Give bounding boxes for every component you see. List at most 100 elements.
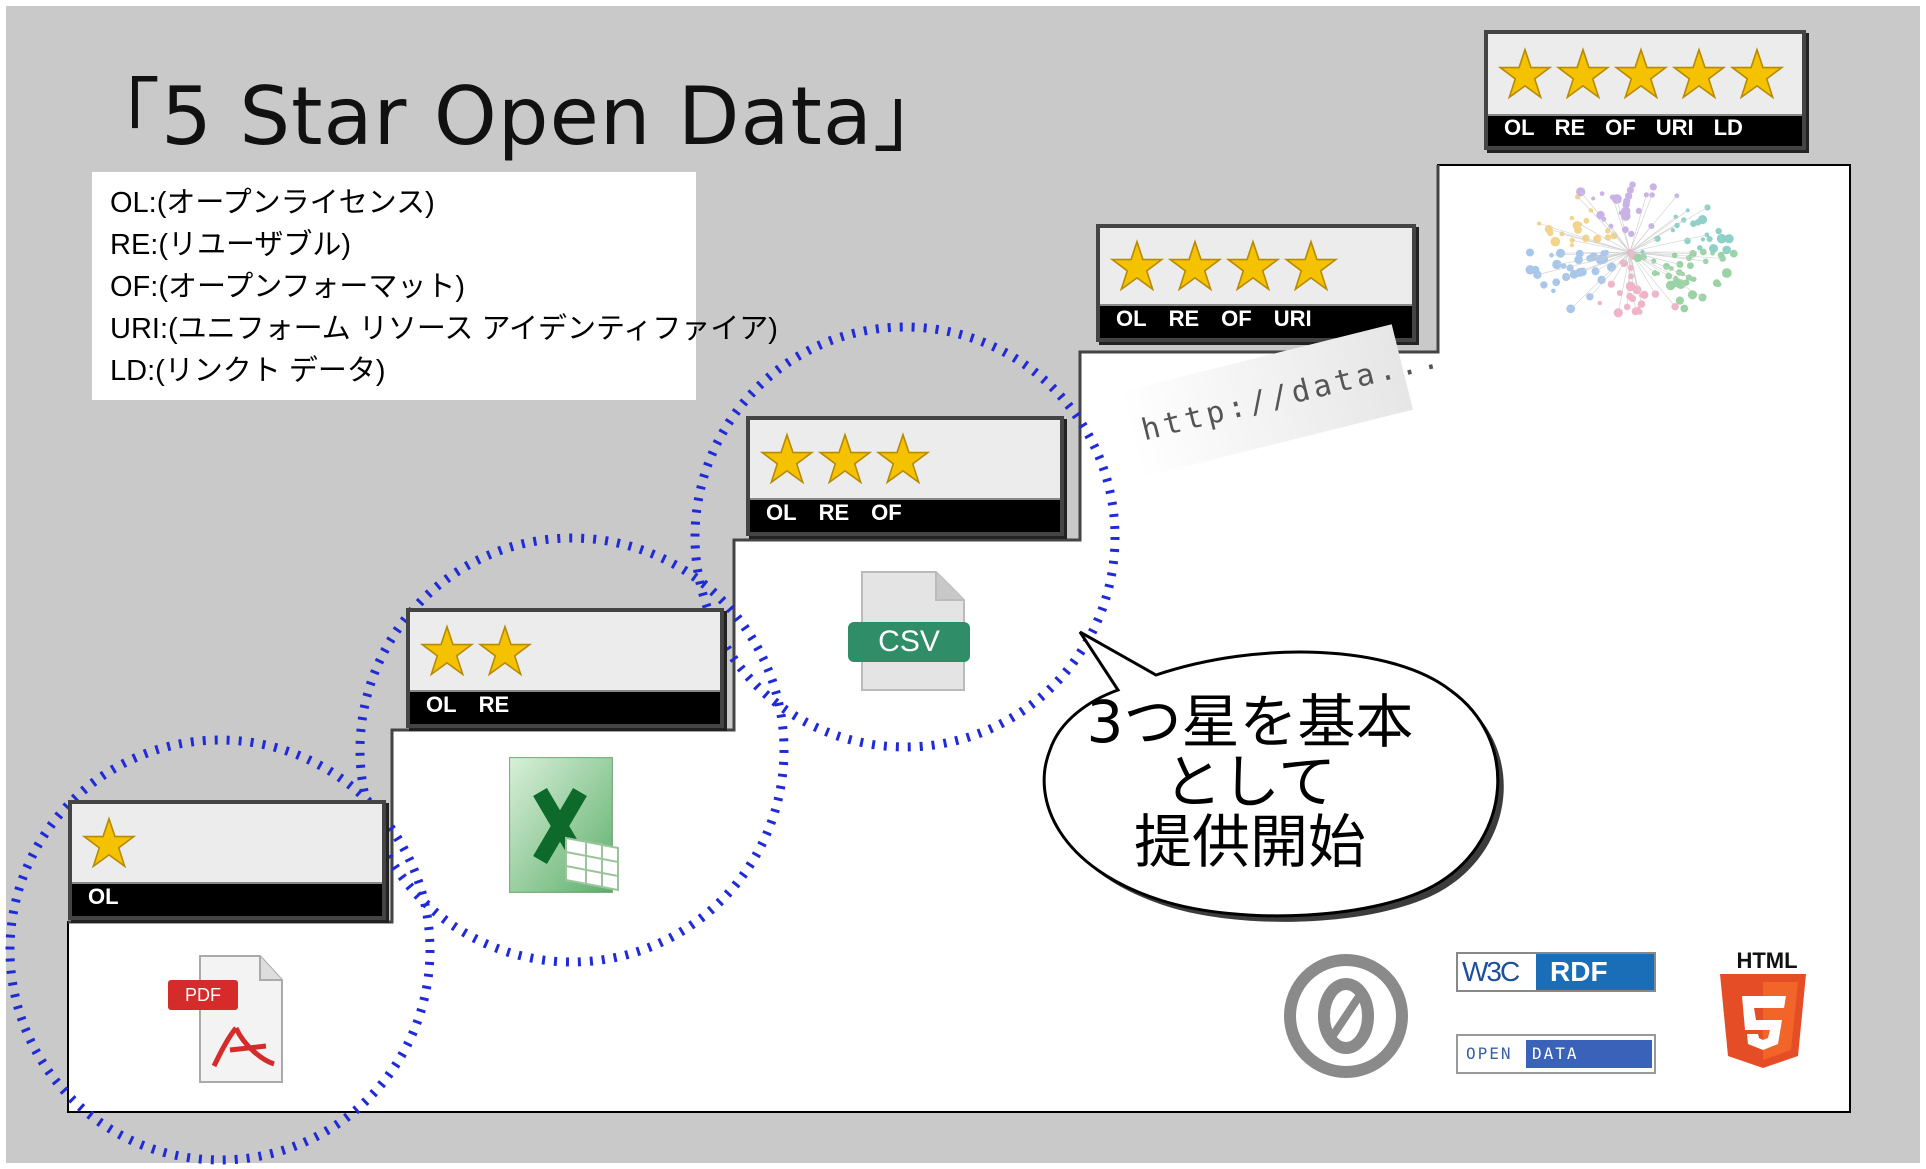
- star-icon: [818, 432, 872, 485]
- star-icon: [1498, 47, 1552, 100]
- graph-edge: [1626, 251, 1631, 307]
- graph-node: [1623, 303, 1631, 311]
- graph-node: [1684, 237, 1691, 245]
- graph-node: [1552, 278, 1561, 287]
- badge-2-stars: OL RE: [406, 608, 724, 728]
- star-icon: [420, 624, 474, 677]
- graph-node: [1533, 265, 1538, 271]
- graph-edge: [1580, 191, 1631, 253]
- graph-edge: [1539, 223, 1631, 253]
- badge-codes: OL: [72, 878, 382, 916]
- graph-node: [1551, 288, 1556, 294]
- graph-node: [1671, 303, 1679, 311]
- graph-edge: [1629, 194, 1647, 253]
- star-icon: [1168, 239, 1222, 292]
- star-icon: [1284, 239, 1338, 292]
- graph-node: [1629, 181, 1636, 188]
- graph-node: [1597, 300, 1603, 306]
- graph-node: [1665, 272, 1673, 280]
- star-row: [750, 432, 930, 486]
- graph-node: [1569, 269, 1579, 279]
- graph-node: [1675, 296, 1684, 305]
- graph-node: [1597, 275, 1606, 285]
- graph-node: [1651, 290, 1660, 298]
- graph-node: [1706, 236, 1713, 242]
- pdf-icon: [199, 955, 283, 1083]
- legend-item-ol: OL:(オープンライセンス): [110, 187, 435, 219]
- graph-node: [1729, 249, 1738, 258]
- graph-node: [1576, 187, 1586, 197]
- graph-node: [1724, 234, 1734, 244]
- graph-node: [1574, 255, 1583, 264]
- graph-edge: [1612, 197, 1631, 253]
- star-icon: [478, 624, 532, 677]
- graph-node: [1560, 263, 1567, 269]
- graph-edge: [1616, 198, 1631, 253]
- graph-node: [1697, 245, 1703, 251]
- w3c-logo-text: W3C: [1458, 954, 1536, 990]
- badge-code: RE: [478, 692, 510, 717]
- star-row: [1100, 239, 1338, 293]
- graph-edge: [1629, 234, 1707, 253]
- graph-node: [1665, 280, 1676, 291]
- open-data-right-text: DATA: [1526, 1040, 1652, 1068]
- graph-node: [1710, 251, 1715, 256]
- graph-node: [1640, 290, 1649, 299]
- star-icon: [1556, 47, 1610, 100]
- star-row: [1488, 47, 1784, 101]
- legend-box: OL:(オープンライセンス) RE:(リユーザブル) OF:(オープンフォーマッ…: [92, 172, 778, 400]
- w3c-rdf-logo: W3C RDF: [1456, 952, 1656, 992]
- badge-codes: OL RE: [410, 686, 720, 724]
- legend-item-ld: LD:(リンクト データ): [110, 355, 386, 387]
- graph-node: [1569, 243, 1575, 248]
- graph-edge: [1629, 207, 1708, 253]
- open-data-logo: OPEN DATA: [1456, 1034, 1656, 1074]
- graph-edge: [1618, 251, 1631, 313]
- graph-node: [1540, 281, 1548, 289]
- graph-edge: [1589, 251, 1631, 298]
- dashed-circle-2: [355, 533, 789, 967]
- graph-node: [1620, 206, 1631, 217]
- graph-node: [1635, 207, 1642, 214]
- graph-node: [1712, 246, 1718, 252]
- graph-node: [1722, 245, 1731, 255]
- badge-code: OF: [1605, 115, 1636, 140]
- graph-node: [1569, 215, 1575, 221]
- html5-label: HTML: [1736, 948, 1798, 973]
- graph-node: [1716, 233, 1727, 244]
- cc-zero-icon: [1284, 954, 1408, 1078]
- graph-node: [1616, 290, 1623, 296]
- graph-edge: [1570, 251, 1631, 310]
- badge-code: OL: [426, 692, 457, 717]
- star-icon: [1110, 239, 1164, 292]
- graph-node: [1550, 236, 1561, 247]
- graph-node: [1716, 281, 1722, 287]
- graph-node: [1586, 255, 1593, 262]
- graph-node: [1599, 191, 1605, 196]
- graph-node: [1588, 208, 1594, 213]
- graph-node: [1721, 268, 1732, 278]
- graph-node: [1715, 227, 1722, 235]
- graph-edge: [1629, 194, 1653, 253]
- graph-node: [1700, 237, 1705, 242]
- badge-code: OL: [1116, 306, 1147, 331]
- graph-edge: [1629, 251, 1642, 305]
- graph-edge: [1629, 251, 1656, 274]
- graph-node: [1633, 253, 1643, 263]
- csv-label: CSV: [848, 622, 970, 662]
- callout-text: 3つ星を基本 として 提供開始: [1050, 692, 1450, 872]
- callout-line-2: として: [1163, 748, 1337, 816]
- graph-node: [1687, 262, 1694, 269]
- badge-code: RE: [1168, 306, 1200, 331]
- star-row: [72, 816, 136, 870]
- graph-node: [1605, 228, 1611, 234]
- graph-node: [1625, 281, 1636, 292]
- graph-node: [1526, 248, 1534, 257]
- graph-edge: [1560, 251, 1631, 254]
- graph-edge: [1579, 224, 1631, 253]
